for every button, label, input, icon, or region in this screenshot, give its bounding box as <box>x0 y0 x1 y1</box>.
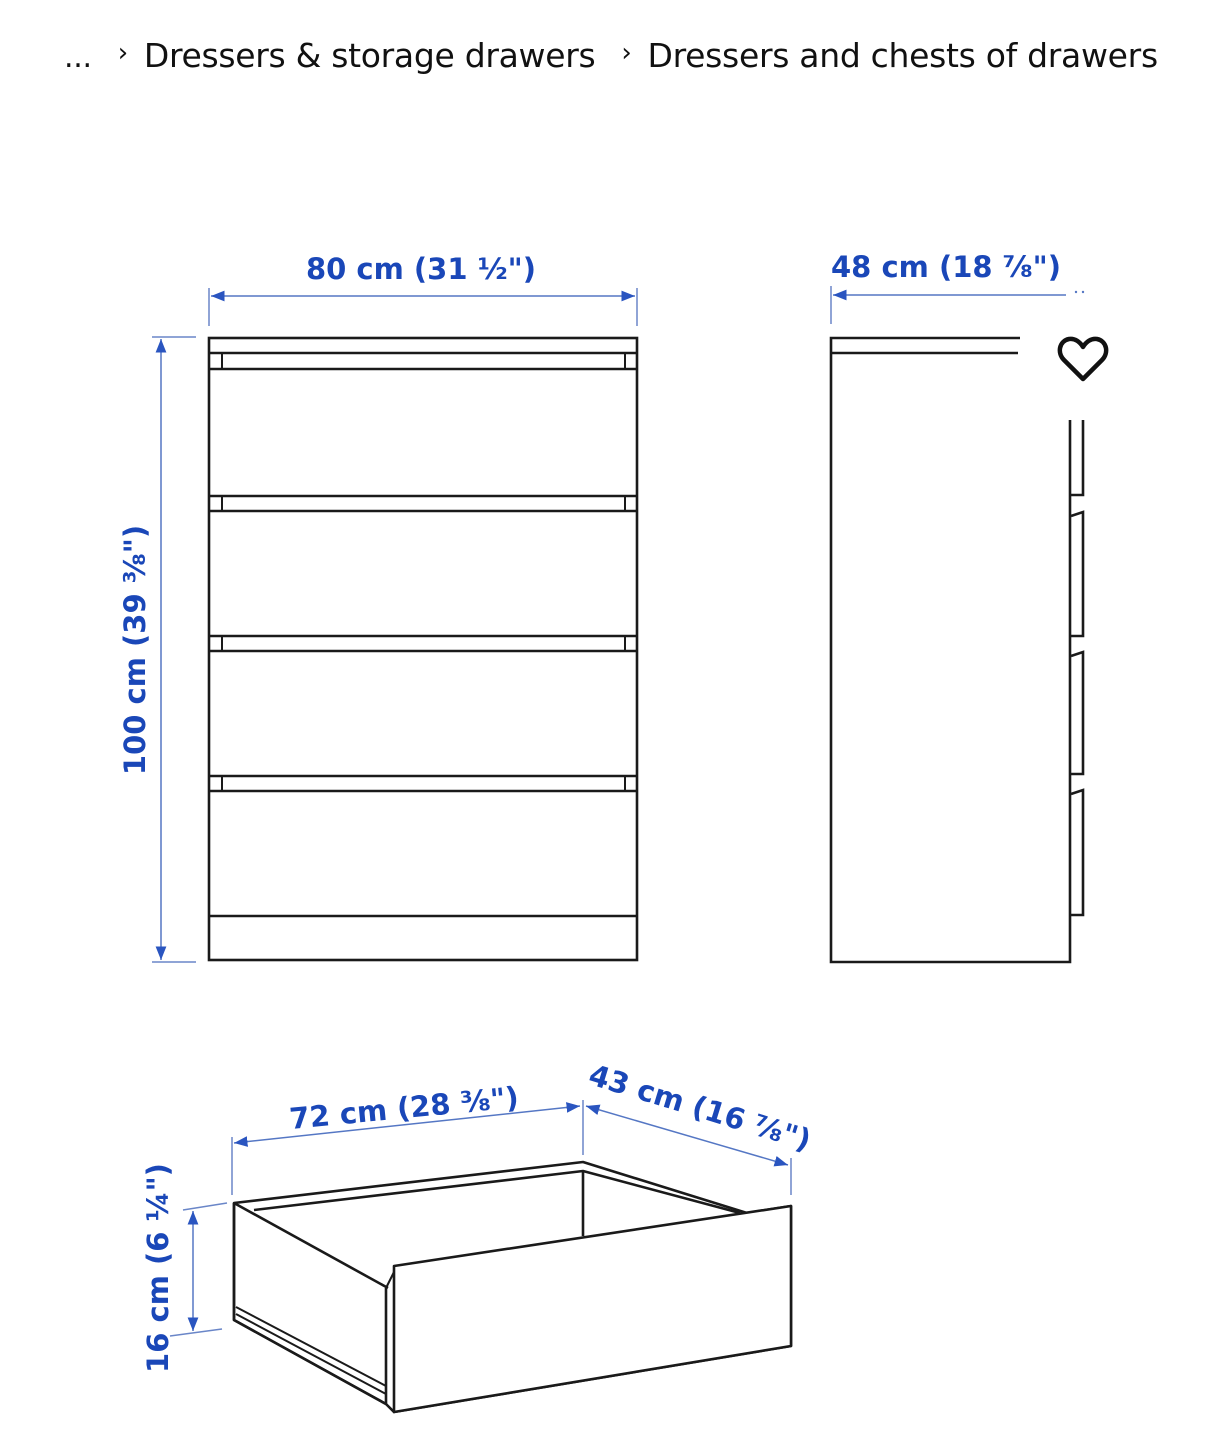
favorite-button[interactable] <box>1050 326 1116 392</box>
front-height-dimension: 100 cm (39 ⅜") <box>118 336 196 963</box>
front-height-label: 100 cm (39 ⅜") <box>118 525 152 775</box>
chevron-right-icon: › <box>117 38 128 68</box>
chevron-right-icon: › <box>621 38 632 68</box>
drawer-height-label: 16 cm (6 ¼") <box>141 1163 175 1373</box>
drawer-depth-label: 43 cm (16 ⅞") <box>585 1058 815 1158</box>
breadcrumb-item-ellipsis[interactable]: ... <box>64 40 92 75</box>
breadcrumb-item-dressers-storage-drawers[interactable]: Dressers & storage drawers <box>143 36 596 75</box>
breadcrumb-item-dressers-and-chests[interactable]: Dressers and chests of drawers <box>647 36 1159 75</box>
side-depth-dimension: 48 cm (18 ⅞") <box>830 250 1085 324</box>
side-view-drawing: 48 cm (18 ⅞") <box>829 250 1085 964</box>
breadcrumb: ... › Dressers & storage drawers › Dressers … <box>64 22 1174 93</box>
drawer-height-dimension: 16 cm (6 ¼") <box>141 1163 228 1373</box>
drawer-view-drawing: 72 cm (28 ⅜") 43 cm (16 ⅞") 16 cm (6 ¼") <box>141 1058 815 1414</box>
front-width-label: 80 cm (31 ½") <box>306 252 536 286</box>
front-width-dimension: 80 cm (31 ½") <box>208 252 638 326</box>
front-view-drawing: 80 cm (31 ½") 100 cm (39 ⅜") <box>118 252 639 963</box>
heart-icon <box>1057 336 1109 382</box>
drawer-width-label: 72 cm (28 ⅜") <box>288 1080 520 1136</box>
side-depth-label: 48 cm (18 ⅞") <box>831 250 1061 284</box>
